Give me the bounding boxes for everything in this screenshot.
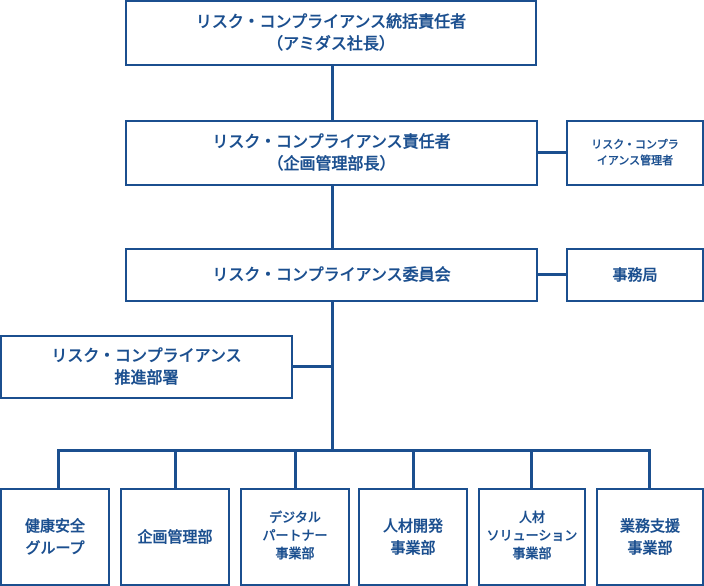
department-box-planning: 企画管理部 (120, 488, 230, 586)
committee-title: リスク・コンプライアンス委員会 (212, 265, 451, 284)
connector-departments-horizontal (57, 449, 651, 452)
secretariat-box: 事務局 (566, 248, 704, 302)
department-box-digital-partner: デジタル パートナー 事業部 (240, 488, 350, 586)
connector-dept-6 (648, 449, 651, 490)
secretariat-title: 事務局 (612, 266, 658, 284)
promotion-box: リスク・コンプライアンス 推進部署 (0, 335, 293, 399)
promotion-title-line1: リスク・コンプライアンス (51, 346, 242, 365)
chief-officer-subtitle: （アミダス社長） (267, 34, 395, 53)
manager-title-line2: イアンス管理者 (596, 154, 674, 167)
connector-officer-manager (538, 151, 566, 154)
department-box-hr-solution: 人材 ソリューション 事業部 (478, 488, 586, 586)
department-label: 人材 (518, 511, 545, 526)
officer-box: リスク・コンプライアンス責任者 （企画管理部長） (125, 120, 538, 186)
department-label: 人材開発 (382, 517, 443, 535)
officer-subtitle: （企画管理部長） (267, 154, 396, 173)
committee-box: リスク・コンプライアンス委員会 (125, 248, 538, 302)
department-label: 事業部 (627, 539, 673, 557)
connector-dept-4 (412, 449, 415, 490)
connector-dept-1 (57, 449, 60, 490)
promotion-title-line2: 推進部署 (114, 368, 179, 387)
department-label: 事業部 (512, 547, 552, 562)
department-box-health-safety: 健康安全 グループ (0, 488, 110, 586)
manager-box: リスク・コンプラ イアンス管理者 (566, 120, 704, 186)
connector-dept-3 (294, 449, 297, 490)
officer-title: リスク・コンプライアンス責任者 (212, 132, 451, 151)
department-label: 企画管理部 (137, 528, 213, 546)
department-box-business-support: 業務支援 事業部 (596, 488, 704, 586)
department-label: グループ (25, 539, 85, 557)
department-label: 業務支援 (619, 517, 680, 535)
department-box-hr-development: 人材開発 事業部 (358, 488, 468, 586)
connector-dept-2 (174, 449, 177, 490)
department-label: 事業部 (275, 547, 315, 562)
chief-officer-title: リスク・コンプライアンス統括責任者 (195, 12, 467, 31)
connector-promotion (292, 365, 333, 368)
department-label: パートナー (262, 529, 328, 544)
department-label: 健康安全 (24, 517, 85, 535)
connector-dept-5 (530, 449, 533, 490)
department-label: 事業部 (390, 539, 436, 557)
chief-officer-box: リスク・コンプライアンス統括責任者 （アミダス社長） (125, 0, 537, 66)
department-label: デジタル (269, 511, 321, 526)
manager-title-line1: リスク・コンプラ (591, 138, 679, 151)
connector-committee-secretariat (538, 273, 566, 276)
department-label: ソリューション (486, 529, 578, 544)
